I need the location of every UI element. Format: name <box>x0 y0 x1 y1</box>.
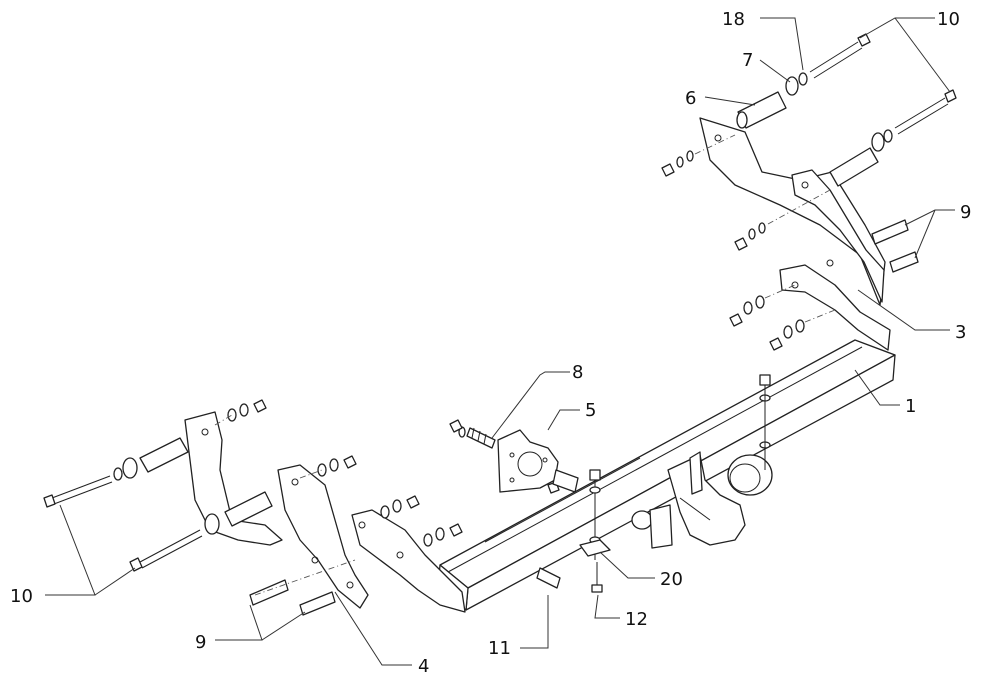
left-bracket <box>184 411 466 613</box>
callout-8: 8 <box>572 362 583 383</box>
callout-10-left: 10 <box>10 586 33 607</box>
callout-9-left: 9 <box>195 632 206 653</box>
callout-10-top: 10 <box>937 9 960 30</box>
callout-4: 4 <box>418 656 429 677</box>
callout-3: 3 <box>955 322 966 343</box>
callout-12: 12 <box>625 609 648 630</box>
callouts: 18 10 7 6 9 3 8 5 1 10 9 20 11 12 4 <box>10 9 971 677</box>
callout-9-right: 9 <box>960 202 971 223</box>
socket-plate <box>449 419 560 494</box>
callout-11: 11 <box>488 638 511 659</box>
callout-7: 7 <box>742 50 753 71</box>
callout-18: 18 <box>722 9 745 30</box>
callout-20: 20 <box>660 569 683 590</box>
callout-6: 6 <box>685 88 696 109</box>
callout-1: 1 <box>905 396 916 417</box>
callout-5: 5 <box>585 400 596 421</box>
bottom-hardware <box>536 374 771 593</box>
right-hardware <box>661 33 957 351</box>
right-bracket <box>699 117 891 351</box>
tow-ball <box>631 451 773 549</box>
left-hardware <box>43 399 463 616</box>
leader-lines <box>45 17 955 666</box>
